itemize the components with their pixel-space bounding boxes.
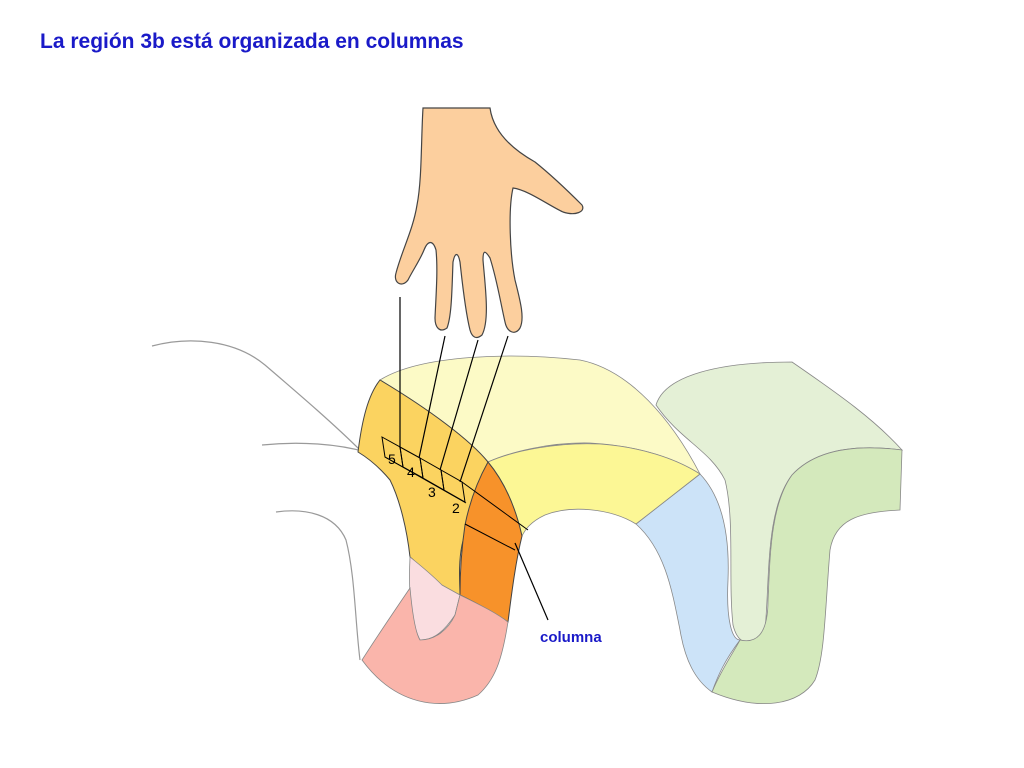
- projection-line-3: [439, 339, 479, 471]
- area-4: [361, 586, 509, 704]
- column-number-2: 2: [452, 500, 460, 516]
- cortex-outline-upper: [151, 340, 363, 453]
- callout-label-columna: columna: [540, 629, 602, 646]
- hand-icon: [394, 107, 584, 339]
- column-number-3: 3: [428, 484, 436, 500]
- callout-pointer: [514, 542, 549, 621]
- cortex-outline-lower: [275, 510, 361, 661]
- column-boxes: [381, 436, 467, 504]
- column-number-5: 5: [388, 451, 396, 467]
- area-7-top: [655, 361, 904, 643]
- column-line-lower: [464, 523, 516, 551]
- area-5: [635, 473, 741, 693]
- finger-projection-lines: [399, 297, 509, 483]
- slide-title: La región 3b está organizada en columnas: [40, 30, 464, 53]
- projection-line-4: [418, 335, 446, 459]
- area-7: [711, 447, 903, 704]
- cortex-outline-middle: [261, 442, 367, 453]
- projection-line-2: [459, 335, 509, 483]
- column-number-4: 4: [407, 464, 415, 480]
- column-line-upper: [461, 481, 529, 531]
